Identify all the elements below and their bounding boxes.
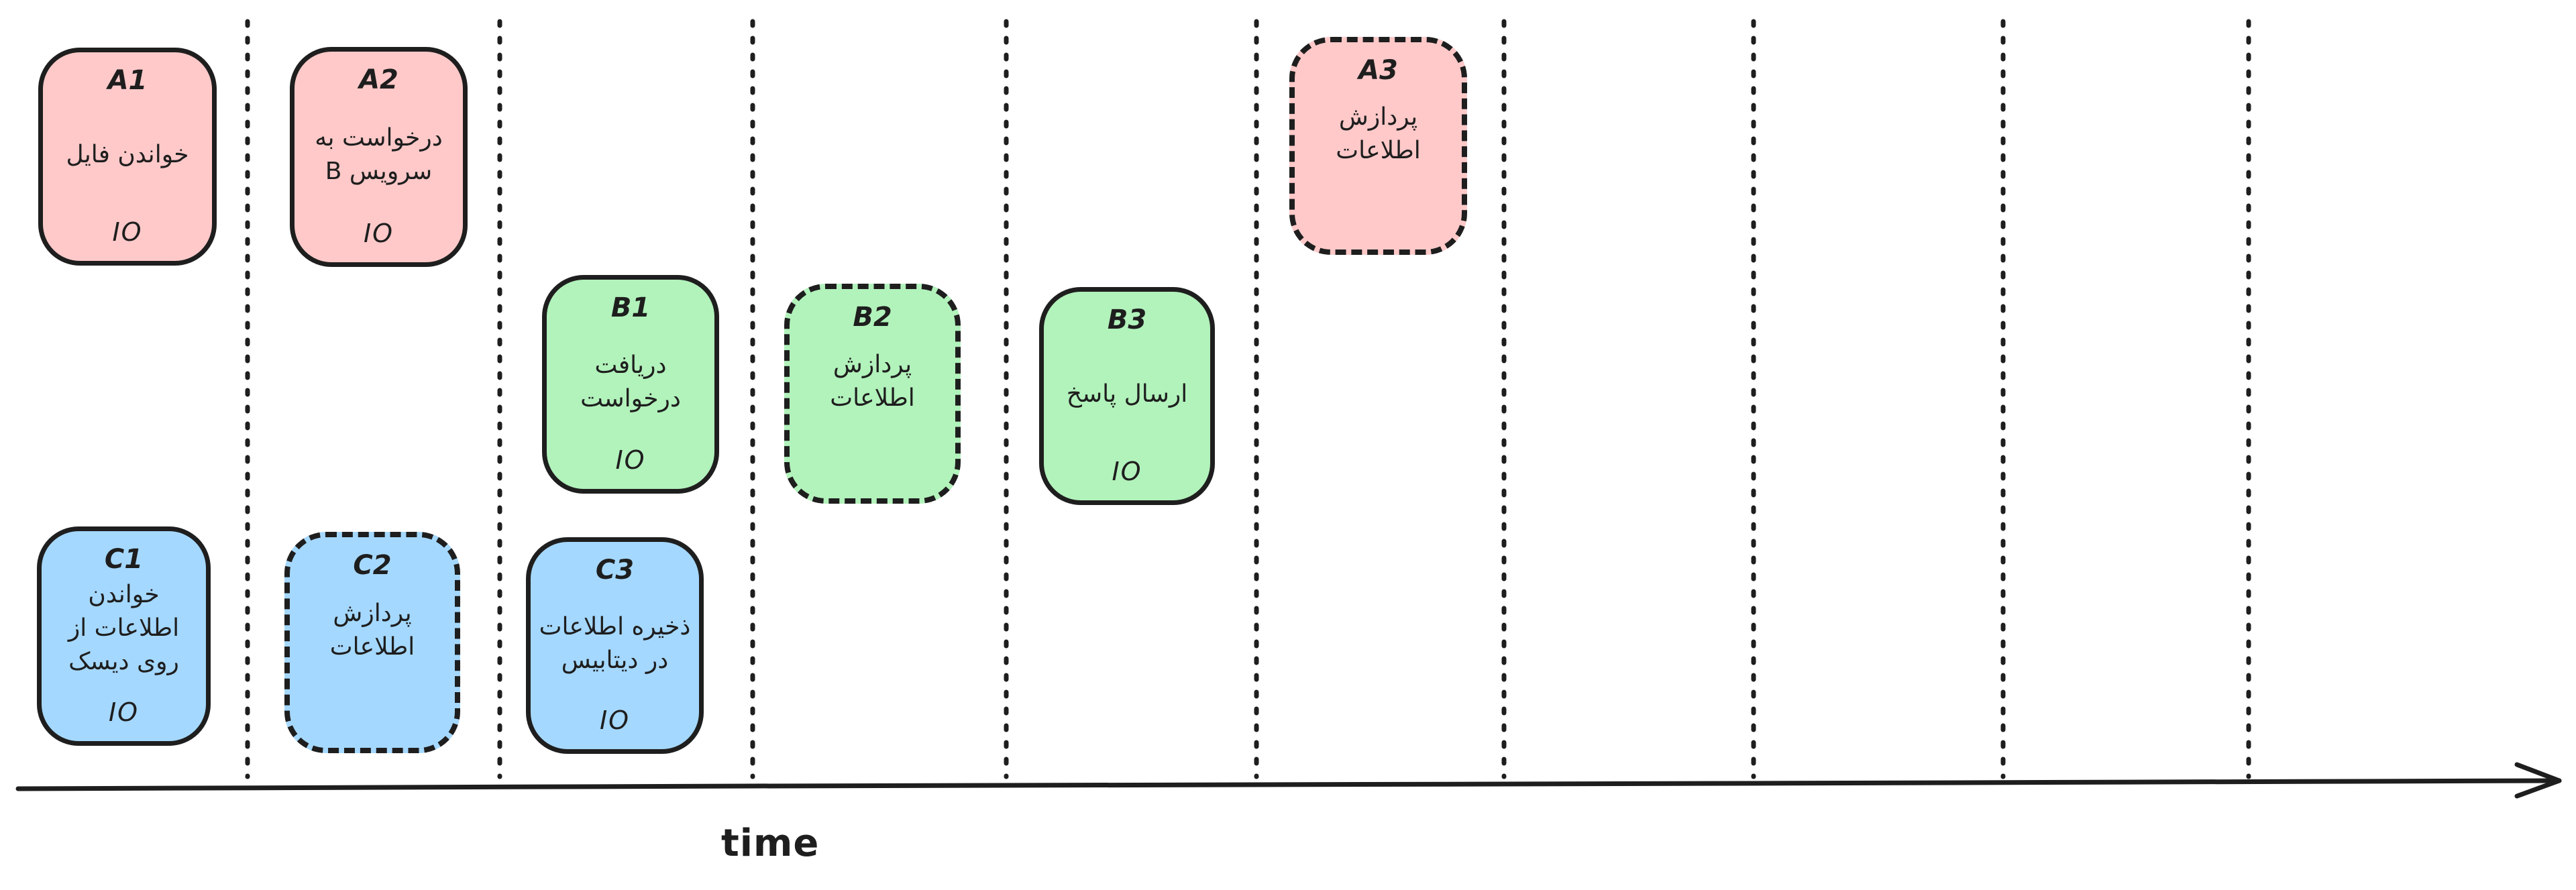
task-io-tag: IO xyxy=(599,706,631,735)
task-io-tag: IO xyxy=(615,445,646,475)
task-id: A1 xyxy=(107,65,148,96)
task-label: پردازش اطلاعات xyxy=(329,600,415,661)
task-label: پردازش اطلاعات xyxy=(1336,103,1421,164)
time-axis-line xyxy=(15,778,2562,791)
task-box-a1: A1 خواندن فایل IO xyxy=(38,48,217,266)
task-label: ذخیره اطلاعات در دیتابیس xyxy=(539,613,691,674)
time-axis-label: time xyxy=(721,822,820,865)
task-box-a3: A3 پردازش اطلاعات xyxy=(1289,37,1467,255)
task-box-b1: B1 دریافت درخواست IO xyxy=(542,275,719,494)
task-id: B1 xyxy=(610,292,651,323)
task-id: C3 xyxy=(595,555,635,586)
task-id: A3 xyxy=(1358,55,1398,86)
task-io-tag: IO xyxy=(112,217,143,247)
task-label: درخواست به سرویس B xyxy=(315,124,443,185)
task-box-a2: A2 درخواست به سرویس B IO xyxy=(290,47,468,267)
task-box-c2: C2 پردازش اطلاعات xyxy=(284,532,460,753)
task-label: پردازش اطلاعات xyxy=(830,351,915,412)
task-box-c3: C3 ذخیره اطلاعات در دیتابیس IO xyxy=(526,537,704,754)
task-label: دریافت درخواست xyxy=(580,351,681,412)
task-id: B3 xyxy=(1107,304,1147,335)
task-box-b3: B3 ارسال پاسخ IO xyxy=(1039,287,1215,505)
task-io-tag: IO xyxy=(108,698,140,727)
time-axis-arrowhead-icon xyxy=(2514,762,2562,799)
task-label: خواندن اطلاعات از روی دیسک xyxy=(68,581,180,675)
task-box-c1: C1 خواندن اطلاعات از روی دیسک IO xyxy=(37,526,211,746)
task-io-tag: IO xyxy=(1112,457,1142,486)
task-io-tag: IO xyxy=(363,219,394,248)
task-label: خواندن فایل xyxy=(66,141,189,168)
task-id: C1 xyxy=(104,544,144,575)
task-box-b2: B2 پردازش اطلاعات xyxy=(784,284,961,504)
task-id: B2 xyxy=(853,302,892,333)
task-label: ارسال پاسخ xyxy=(1066,380,1188,408)
task-id: A2 xyxy=(359,64,398,95)
task-id: C2 xyxy=(353,550,392,581)
